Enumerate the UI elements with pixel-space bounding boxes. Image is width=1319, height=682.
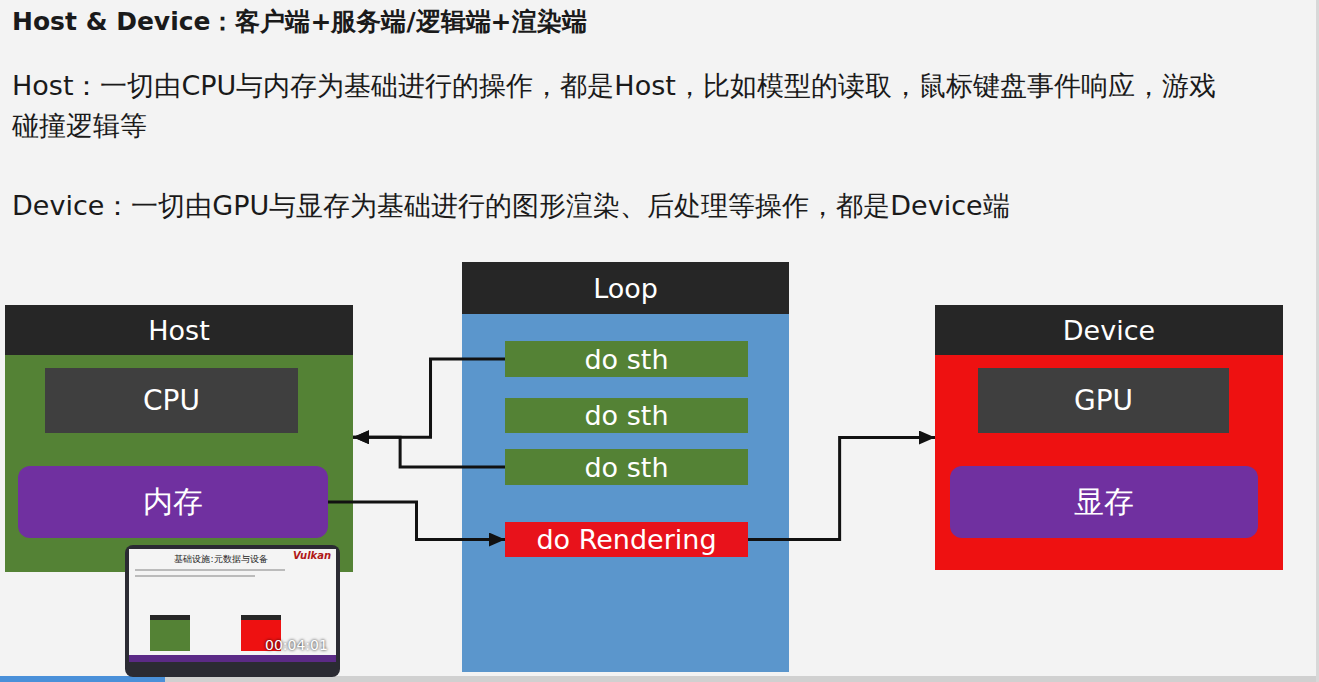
scroll-edge: [1316, 0, 1319, 682]
video-thumbnail: 基础设施:元数据与设备Vulkan 00:04:01: [125, 545, 340, 677]
box-label: GPU: [1074, 384, 1133, 417]
box-label: 显存: [1074, 482, 1134, 523]
box-label: do sth: [584, 344, 668, 375]
thumbnail-logo: Vulkan: [293, 550, 337, 562]
step-box: do sth: [505, 449, 748, 485]
step-box: do sth: [505, 398, 748, 433]
box-label: do sth: [584, 400, 668, 431]
flow-arrow: [328, 502, 505, 540]
box-label: 内存: [143, 482, 203, 523]
host-panel: HostCPU 内存: [5, 305, 353, 572]
device-panel: DeviceGPU 显存: [935, 305, 1283, 570]
flow-arrow: [748, 438, 935, 540]
slide-text-line: [135, 569, 285, 571]
panel-title: Host: [148, 315, 209, 346]
video-timestamp: 00:04:01: [265, 637, 337, 653]
render-step-box: do Rendering: [505, 522, 748, 557]
slide-host-header: [150, 615, 190, 620]
panel-header: Device: [935, 305, 1283, 355]
slide-footer: [129, 655, 336, 662]
vram-box: 显存: [950, 466, 1258, 538]
slide-text-line: [135, 575, 255, 577]
host-description: Host：一切由CPU与内存为基础进行的操作，都是Host，比如模型的读取，鼠标…: [12, 66, 1232, 146]
box-label: do sth: [584, 452, 668, 483]
panel-header: Loop: [462, 262, 789, 314]
thumbnail-title: 基础设施:元数据与设备: [131, 553, 311, 565]
device-description: Device：一切由GPU与显存为基础进行的图形渲染、后处理等操作，都是Devi…: [12, 186, 1302, 226]
title: Host & Device：客户端+服务端/逻辑端+渲染端: [12, 5, 587, 38]
slide-device-header: [241, 615, 281, 620]
loop-panel: Loop do sth do sth do sth do Rendering: [462, 262, 789, 672]
thumbnail-picture: [125, 545, 340, 677]
cpu-box: CPU: [45, 368, 298, 433]
panel-header: Host: [5, 305, 353, 355]
memory-box: 内存: [18, 466, 328, 538]
box-label: CPU: [143, 384, 200, 417]
box-label: do Rendering: [536, 524, 716, 555]
flow-arrow: [353, 437, 505, 467]
gpu-box: GPU: [978, 368, 1229, 433]
panel-title: Loop: [593, 273, 658, 304]
slide-host-box: [150, 615, 190, 651]
panel-title: Device: [1063, 315, 1155, 346]
step-box: do sth: [505, 341, 748, 377]
slide-ground: [129, 549, 336, 661]
flow-arrow: [353, 359, 505, 437]
